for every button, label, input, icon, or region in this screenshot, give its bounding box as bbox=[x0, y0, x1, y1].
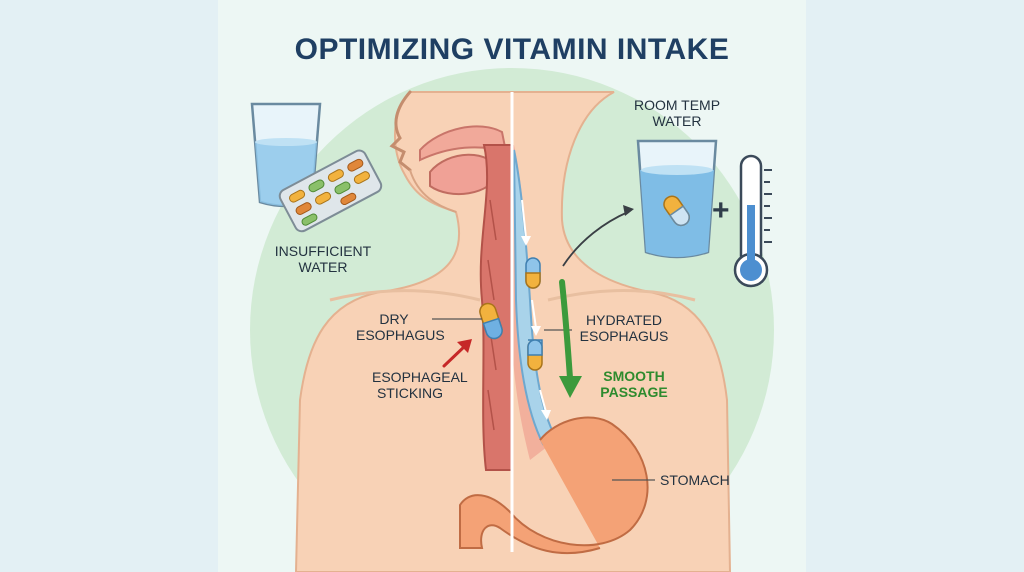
room-temp-water-line-1: ROOM TEMP bbox=[633, 97, 721, 113]
flow-arrow-3 bbox=[539, 389, 547, 413]
stomach bbox=[459, 416, 649, 555]
pill-blister-pack-icon bbox=[278, 149, 383, 233]
collarbone-left bbox=[329, 289, 481, 302]
dry-esophagus-line-1: DRY bbox=[379, 311, 409, 327]
smooth-passage-arrow-icon bbox=[559, 279, 573, 381]
stuck-capsule-icon bbox=[479, 302, 503, 340]
insufficient-water-line-1: INSUFFICIENT bbox=[274, 243, 372, 259]
capsule-icon bbox=[527, 339, 543, 371]
flow-arrowhead-3 bbox=[541, 410, 551, 420]
esophageal-sticking-line-1: ESOPHAGEAL bbox=[372, 369, 468, 385]
sticking-arrowhead bbox=[457, 339, 472, 353]
insufficient-water-label: INSUFFICIENT WATER bbox=[268, 243, 378, 275]
sticking-arrow-icon bbox=[442, 343, 468, 368]
left-margin-panel bbox=[0, 0, 218, 572]
plus-sign: + bbox=[712, 194, 730, 227]
page-title: OPTIMIZING VITAMIN INTAKE bbox=[294, 33, 730, 66]
smooth-passage-arrowhead bbox=[559, 376, 582, 398]
glass-pointer-arrowhead bbox=[623, 205, 634, 216]
room-temp-water-label: ROOM TEMP WATER bbox=[622, 97, 732, 129]
stomach-label: STOMACH bbox=[660, 472, 730, 488]
room-temp-water-line-2: WATER bbox=[652, 112, 702, 129]
hydrated-esophagus-label: HYDRATED ESOPHAGUS bbox=[576, 312, 672, 344]
thermometer-icon bbox=[733, 154, 772, 288]
flow-arrow-2 bbox=[531, 299, 537, 329]
room-temp-water-glass-icon bbox=[636, 139, 718, 259]
face-profile bbox=[389, 90, 412, 172]
hydrated-esophagus-line-1: HYDRATED bbox=[586, 312, 662, 328]
capsule-icon bbox=[525, 257, 541, 289]
flow-arrow-1 bbox=[521, 199, 527, 239]
smooth-passage-label: SMOOTH PASSAGE bbox=[598, 368, 670, 400]
smooth-passage-line-1: SMOOTH bbox=[603, 368, 665, 384]
flow-arrowhead-1 bbox=[521, 236, 531, 246]
esophageal-sticking-line-2: STICKING bbox=[376, 384, 444, 401]
smooth-passage-line-2: PASSAGE bbox=[600, 383, 668, 400]
hydrated-esophagus-line-2: ESOPHAGUS bbox=[579, 327, 669, 344]
insufficient-water-line-2: WATER bbox=[298, 258, 348, 275]
dry-esophagus-label: DRY ESOPHAGUS bbox=[356, 311, 445, 343]
dry-esophagus-line-2: ESOPHAGUS bbox=[356, 326, 445, 343]
jaw-line bbox=[409, 169, 457, 213]
glass-pointer-line bbox=[562, 211, 629, 267]
right-margin-panel bbox=[806, 0, 1024, 572]
esophagus-texture bbox=[487, 199, 497, 431]
flow-arrowhead-2 bbox=[531, 326, 541, 336]
esophageal-sticking-label: ESOPHAGEAL STICKING bbox=[372, 369, 468, 401]
